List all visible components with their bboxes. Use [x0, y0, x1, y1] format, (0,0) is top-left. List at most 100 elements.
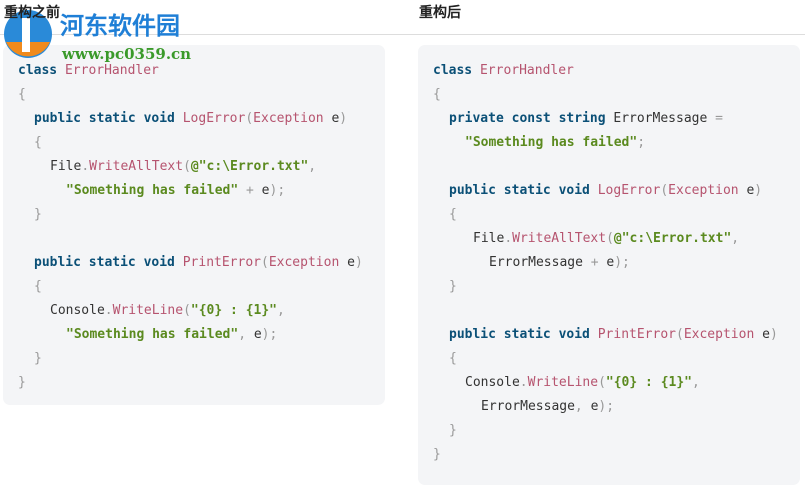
code-line: public static void LogError(Exception e) [418, 179, 800, 203]
code-token [175, 255, 183, 270]
code-line: Console.WriteLine("{0} : {1}", [418, 371, 800, 395]
code-token: e [261, 183, 270, 198]
code-token: "Something has failed" [465, 135, 638, 150]
code-token: e [738, 183, 755, 198]
code-token: Exception [268, 255, 340, 270]
code-token: "{0} : {1}" [190, 303, 277, 318]
code-line: private const string ErrorMessage = [418, 107, 800, 131]
code-token: public static void [449, 183, 590, 198]
code-token [57, 63, 65, 78]
code-line: { [418, 83, 800, 107]
code-token: { [18, 87, 26, 102]
code-token: e [339, 255, 355, 270]
code-token: WriteAllText [512, 231, 607, 246]
code-line: class ErrorHandler [3, 59, 385, 83]
code-token: + [582, 255, 607, 270]
code-token: . [504, 231, 513, 246]
code-line: } [3, 347, 385, 371]
code-line: "Something has failed" + e); [3, 179, 385, 203]
code-line: } [418, 275, 800, 299]
code-line: { [418, 203, 800, 227]
code-token: ) [769, 327, 778, 342]
code-token: } [18, 375, 26, 390]
code-line: public static void PrintError(Exception … [418, 323, 800, 347]
code-token: ErrorMessage [489, 255, 583, 270]
code-token: , [238, 327, 254, 342]
code-token: LogError [597, 183, 661, 198]
svg-text:河东软件园: 河东软件园 [60, 12, 180, 40]
code-token: ); [598, 399, 615, 414]
after-heading: 重构后 [419, 5, 461, 21]
before-heading: 重构之前 [4, 5, 60, 21]
code-token: class [433, 63, 473, 78]
code-token: } [34, 351, 42, 366]
code-token: ( [261, 255, 269, 270]
code-token: PrintError [597, 327, 676, 342]
code-line: class ErrorHandler [418, 59, 800, 83]
code-token: public static void [34, 255, 175, 270]
code-token: ( [660, 183, 669, 198]
code-token: , [277, 303, 285, 318]
watermark-logo: 河东软件园 www.pc0359.cn [4, 10, 191, 63]
code-token: LogError [182, 111, 246, 126]
code-token: . [104, 303, 113, 318]
code-token: } [34, 207, 42, 222]
code-token: { [34, 279, 42, 294]
code-token: PrintError [182, 255, 261, 270]
code-token: ( [676, 327, 684, 342]
code-token: } [449, 279, 457, 294]
code-token: Exception [668, 183, 739, 198]
code-token [472, 63, 480, 78]
code-token: File [473, 231, 505, 246]
code-token: , [308, 159, 317, 174]
code-token: e [754, 327, 770, 342]
code-token: ErrorHandler [479, 63, 574, 78]
code-token: ) [339, 111, 348, 126]
code-line: } [3, 371, 385, 395]
code-token: ErrorHandler [64, 63, 159, 78]
code-token: @"c:\Error.txt" [613, 231, 732, 246]
code-token: ( [606, 231, 614, 246]
code-token: ); [269, 183, 286, 198]
code-token: class [18, 63, 58, 78]
code-token: . [519, 375, 528, 390]
code-token: , [574, 399, 591, 414]
code-token: ) [754, 183, 763, 198]
code-token: e [606, 255, 615, 270]
code-token: = [715, 111, 723, 126]
code-token: e [323, 111, 340, 126]
code-line: File.WriteAllText(@"c:\Error.txt", [3, 155, 385, 179]
code-token [590, 183, 598, 198]
code-token [175, 111, 183, 126]
code-line [3, 227, 385, 251]
code-token: ); [261, 327, 278, 342]
code-token: "{0} : {1}" [605, 375, 692, 390]
code-token: ErrorMessage [481, 399, 575, 414]
code-token: , [731, 231, 740, 246]
code-token: ; [637, 135, 646, 150]
code-line [418, 155, 800, 179]
before-code-block: class ErrorHandler{public static void Lo… [3, 45, 385, 405]
code-token: WriteLine [527, 375, 599, 390]
code-token: { [433, 87, 441, 102]
code-token: Console [465, 375, 520, 390]
code-token: { [449, 207, 457, 222]
code-line: public static void LogError(Exception e) [3, 107, 385, 131]
code-line: ErrorMessage + e); [418, 251, 800, 275]
code-token: Exception [683, 327, 755, 342]
code-token: } [433, 447, 441, 462]
code-line: File.WriteAllText(@"c:\Error.txt", [418, 227, 800, 251]
code-line: { [3, 275, 385, 299]
code-token: private const string [449, 111, 606, 126]
code-line: { [3, 83, 385, 107]
code-line: "Something has failed", e); [3, 323, 385, 347]
code-line: ErrorMessage, e); [418, 395, 800, 419]
code-line: { [418, 347, 800, 371]
code-line: public static void PrintError(Exception … [3, 251, 385, 275]
code-line: { [3, 131, 385, 155]
code-line: } [3, 203, 385, 227]
code-token: WriteAllText [89, 159, 184, 174]
code-token: File [50, 159, 82, 174]
code-token: Console [50, 303, 105, 318]
code-token: ( [183, 159, 191, 174]
